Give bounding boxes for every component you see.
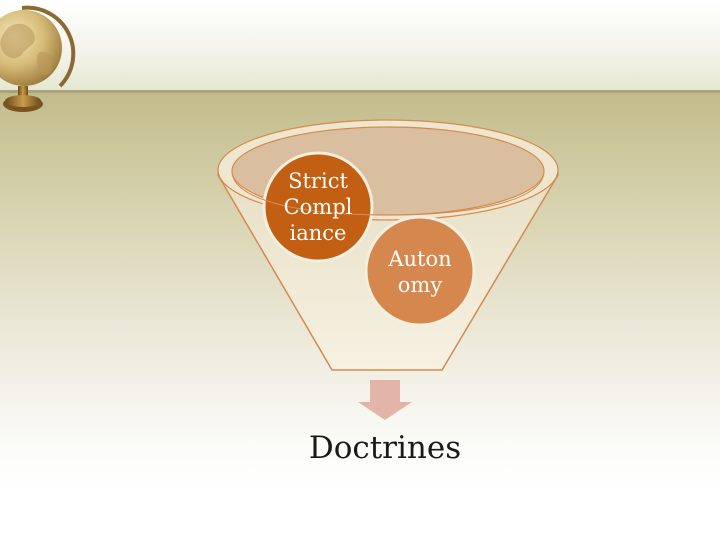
mouth-overlay <box>231 170 545 216</box>
strict-compliance-circle <box>262 151 374 263</box>
globe-icon <box>0 5 76 112</box>
doctrines-label: Doctrines <box>308 430 462 466</box>
strict-compliance-label: Strict Compl iance <box>283 169 353 245</box>
header-rule <box>0 90 720 93</box>
autonomy-circle <box>364 215 476 327</box>
down-arrow-icon <box>358 380 412 420</box>
autonomy-label: Auton omy <box>388 247 452 297</box>
header-band <box>0 0 720 90</box>
